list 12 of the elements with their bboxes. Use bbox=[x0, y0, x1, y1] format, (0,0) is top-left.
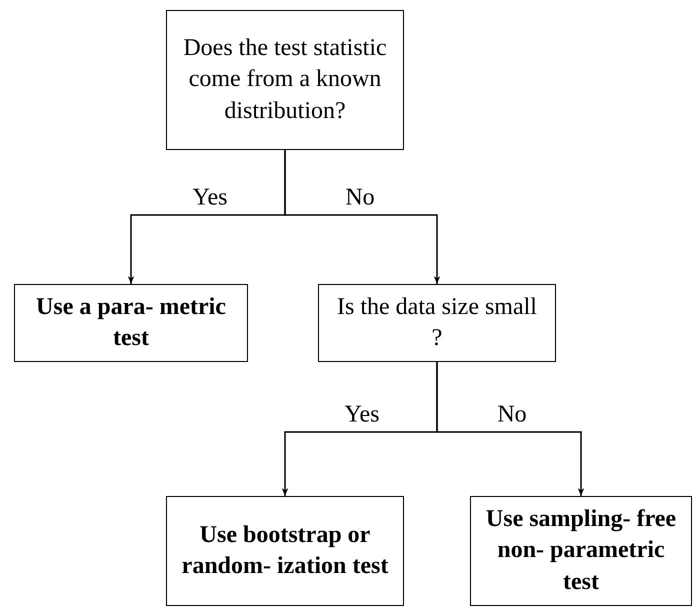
box-text: Does the test statistic come from a known distribution? bbox=[182, 34, 388, 126]
box-text: Is the data size small ? bbox=[336, 292, 538, 353]
process-box bbox=[14, 284, 248, 362]
arrow bbox=[436, 362, 584, 496]
box-text: Use a para- metric test bbox=[35, 292, 227, 353]
box-text: Use sampling- free non- parametric test bbox=[484, 505, 678, 597]
process-box bbox=[166, 496, 404, 606]
process-box bbox=[470, 496, 692, 606]
process-box bbox=[166, 10, 404, 150]
box-text: Use bootstrap or random- ization test bbox=[180, 520, 390, 581]
arrow bbox=[284, 150, 440, 284]
process-box bbox=[318, 284, 556, 362]
